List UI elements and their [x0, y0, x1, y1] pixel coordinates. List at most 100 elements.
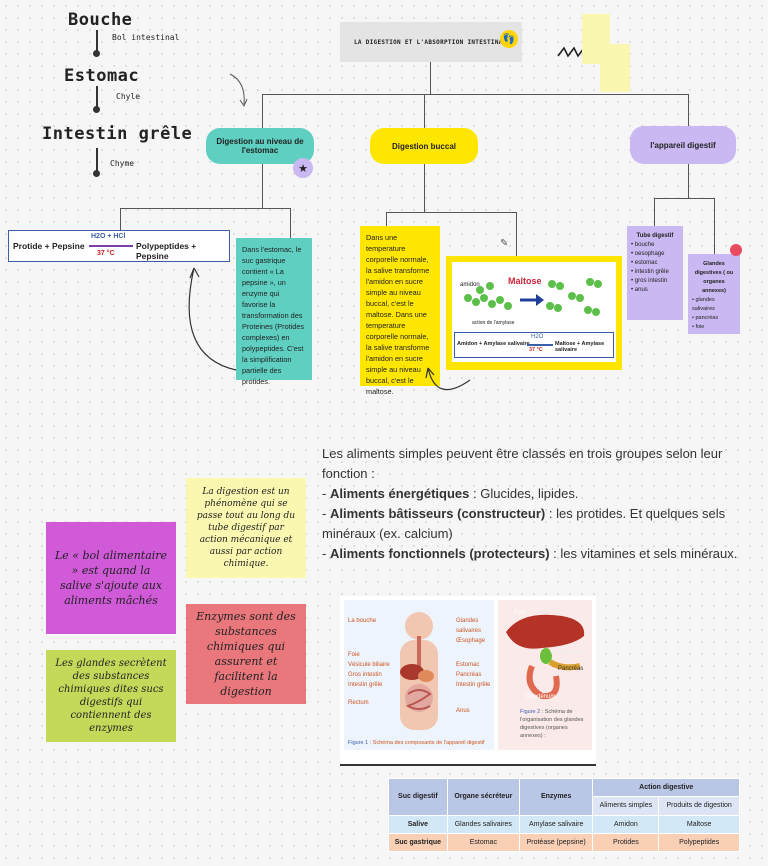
glandes-note: Glandes digestives ( ou organes annexes)… [688, 254, 740, 334]
note-digestion-phenomene: La digestion est un phénomène qui se pas… [186, 478, 306, 578]
mouth-eq-arrow [527, 344, 553, 346]
fig1-label-intestin-grele: Intestin grêle [348, 682, 383, 688]
food-group-1: - Aliments énergétiques : Glucides, lipi… [322, 486, 579, 501]
mouth-eq-temp: 37 °C [529, 347, 543, 353]
sticker-icon [730, 244, 742, 256]
starch-maltose-diagram [464, 278, 602, 316]
fig2-label-vesicule: Vésicule biliaire [550, 650, 585, 656]
figures-panel: La bouche Foie Vésicule biliaire Gros in… [340, 596, 596, 766]
th-action: Action digestive [592, 777, 740, 798]
curved-arrow-top [229, 73, 248, 108]
curved-arrow-stomach [188, 267, 237, 371]
stomach-eq-catalyst: H2O + HCl [91, 233, 126, 240]
branch-appareil: l'appareil digestif [630, 126, 736, 164]
food-group-3: - Aliments fonctionnels (protecteurs) : … [322, 546, 738, 561]
fig1-label-gros-intestin: Gros intestin [348, 672, 382, 678]
stomach-eq-left: Protide + Pepsine [13, 241, 85, 251]
connector-appareil-down [688, 164, 689, 198]
fig1-labels-right: Glandes salivaires Œsophage Estomac Panc… [456, 616, 494, 716]
connector-appareil-left [654, 198, 655, 226]
branch-estomac: Digestion au niveau de l'estomac [206, 128, 314, 164]
stage-arrow-2 [96, 86, 98, 108]
tube-digestif-note: Tube digestif • bouche • oesophage • est… [627, 226, 683, 320]
connector-appareil-right [714, 198, 715, 254]
fig1-label-foie: Foie [348, 652, 360, 658]
fig1-label-rectum: Rectum [348, 700, 369, 706]
connector-buccal-split [386, 212, 516, 213]
mouth-eq-left: Amidon + Amylase salivaire [457, 341, 530, 347]
fig2-label-foie: Foie [514, 610, 526, 616]
stage-arrow-2-label: Chyle [116, 92, 141, 101]
fig1-label-vesicule: Vésicule biliaire [348, 662, 390, 668]
map-title: LA DIGESTION ET L'ABSORPTION INTESTINALE [354, 38, 511, 46]
figure-2: Foie Vésicule biliaire Pancréas Duodénum… [498, 600, 592, 750]
fig1-labels-left: La bouche Foie Vésicule biliaire Gros in… [348, 616, 390, 708]
connector-buccal-left [386, 212, 387, 226]
branch-appareil-label: l'appareil digestif [650, 140, 716, 150]
sticky-decoration-2 [600, 44, 630, 92]
glands-item-2: • pancréas [692, 315, 719, 321]
mouth-diagram-inner: amidon Maltose action de l'amylase Amido… [452, 262, 616, 362]
fig1-label-glandes: Glandes salivaires [456, 618, 482, 634]
stage-bouche: Bouche [68, 10, 133, 30]
note-glandes: Les glandes secrètent des substances chi… [46, 650, 176, 742]
tube-item-4: • intestin grêle [631, 269, 669, 275]
branch-estomac-label: Digestion au niveau de l'estomac [216, 137, 304, 155]
mouth-eq-right: Maltose + Amylase salivaire [555, 341, 605, 353]
fig1-label-estomac: Estomac [456, 662, 480, 668]
fig1-caption: Figure 1 : Schéma des composants de l'ap… [348, 740, 485, 746]
glands-item-3: • foie [692, 324, 705, 330]
stage-arrow-3-head [93, 170, 100, 177]
stage-arrow-1-head [93, 50, 100, 57]
pin-icon: ✎ [500, 238, 509, 249]
fig1-label-bouche: La bouche [348, 618, 377, 624]
connector-branch-1 [262, 94, 263, 128]
tube-item-2: • oesophage [631, 251, 665, 257]
mouth-equation: Amidon + Amylase salivaire H2O 37 °C Mal… [454, 332, 614, 358]
connector-buccal-down [424, 164, 425, 212]
table-row: Suc gastrique Estomac Protéase (pepsine)… [388, 832, 740, 853]
fig2-label-pancreas: Pancréas [558, 666, 584, 672]
stage-arrow-3-label: Chyme [110, 159, 135, 168]
amylase-caption: action de l'amylase [472, 320, 515, 326]
fig2-caption: Figure 2 : Schéma de l'organisation des … [520, 709, 584, 739]
stage-intestin-grele: Intestin grêle [42, 124, 193, 144]
connector-appareil-split [654, 198, 714, 199]
digestion-table: Suc digestif Organe sécréteur Enzymes Ac… [388, 777, 740, 853]
maltose-label: Maltose [508, 276, 542, 286]
th-produits: Produits de digestion [658, 796, 740, 816]
map-title-box: LA DIGESTION ET L'ABSORPTION INTESTINALE [340, 22, 522, 62]
mouth-eq-catalyst: H2O [531, 334, 544, 340]
stomach-eq-temp: 37 °C [97, 250, 115, 257]
tube-item-6: • anus [631, 287, 648, 293]
th-organe: Organe sécréteur [446, 778, 520, 816]
glands-illustration [506, 614, 585, 700]
stage-arrow-2-head [93, 106, 100, 113]
glands-title: Glandes digestives ( ou organes annexes) [694, 261, 734, 294]
tube-item-5: • gros intestin [631, 278, 668, 284]
glands-item-1: • glandes salivaires [692, 297, 715, 312]
fig1-label-pancreas: Pancréas [456, 672, 482, 678]
figure-1: La bouche Foie Vésicule biliaire Gros in… [344, 600, 494, 750]
connector-branch-3 [688, 94, 689, 126]
stage-arrow-3 [96, 148, 98, 172]
connector-title [430, 62, 431, 94]
star-icon: ★ [293, 158, 313, 178]
curved-arrow-mouth [425, 367, 471, 391]
tube-item-1: • bouche [631, 242, 655, 248]
connector-branch-2 [424, 94, 425, 128]
fig1-label-intestin-grele-r: Intestin grêle [456, 682, 491, 688]
table-row: Salive Glandes salivaires Amylase saliva… [388, 814, 740, 834]
starch-label: amidon [460, 282, 480, 288]
note-enzymes: Enzymes sont des substances chimiques qu… [186, 604, 306, 704]
connector-estomac-left [120, 208, 121, 230]
th-enzymes: Enzymes [518, 778, 594, 816]
stage-estomac: Estomac [64, 66, 140, 86]
connector-branches [262, 94, 688, 95]
connector-estomac-right [290, 208, 291, 238]
note-bol-alimentaire: Le « bol alimentaire » est quand la sali… [46, 522, 176, 634]
connector-estomac-down [262, 164, 263, 208]
stomach-eq-arrow [89, 245, 133, 247]
stomach-eq-right: Polypeptides + Pepsine [136, 241, 197, 261]
footprints-icon: 👣 [500, 30, 518, 48]
